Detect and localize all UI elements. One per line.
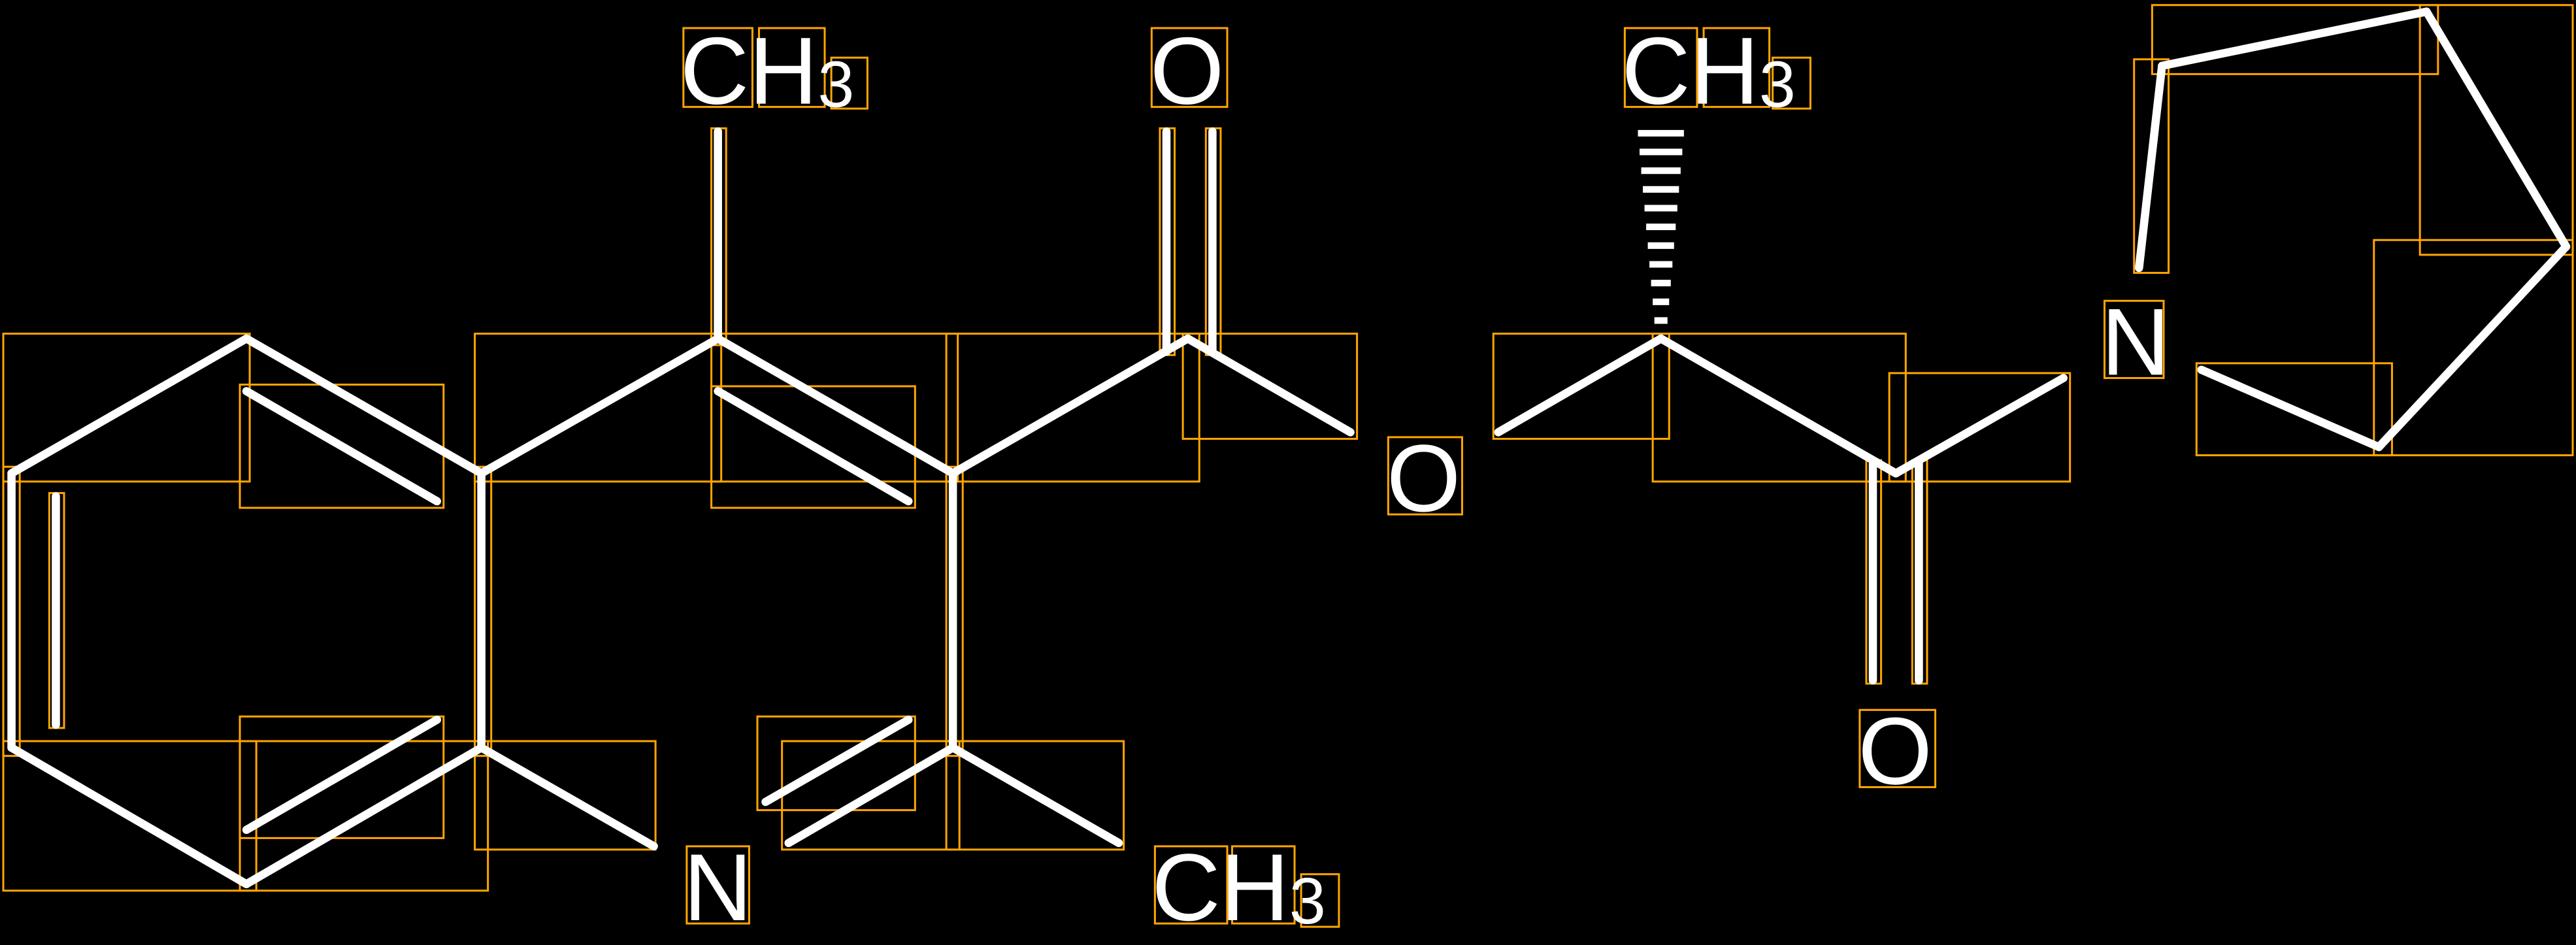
annotation-box <box>945 740 1125 851</box>
annotation-box <box>1231 845 1296 925</box>
bond-line <box>242 387 442 506</box>
annotation-box <box>756 715 916 812</box>
bond-line <box>477 743 658 851</box>
annotation-box <box>2 333 251 483</box>
annotation-box <box>945 333 1200 483</box>
annotation-box <box>1858 708 1937 788</box>
bond-line <box>7 743 251 889</box>
annotation-box <box>1181 333 1359 440</box>
annotation-box <box>1702 27 1771 108</box>
bond-line <box>2134 61 2166 273</box>
atom-ester-oxygen: O <box>1387 425 1461 531</box>
annotation-box <box>1150 27 1229 108</box>
annotation-box <box>1888 372 2072 483</box>
bond-line <box>1183 334 1355 437</box>
annotation-box <box>474 740 657 851</box>
bond-line <box>948 743 1123 848</box>
annotation-box <box>2419 4 2574 256</box>
annotation-box <box>239 383 445 509</box>
annotation-box <box>2373 239 2574 457</box>
bond-line <box>2158 7 2431 71</box>
annotation-box <box>474 465 493 757</box>
bond-line <box>2375 242 2571 452</box>
bond-line <box>714 387 913 506</box>
bond-line <box>242 743 486 889</box>
annotation-box <box>2 465 21 757</box>
bonds <box>7 7 2571 889</box>
atom-methyl-bottom: CH3 <box>1151 834 1326 940</box>
annotation-box <box>945 465 964 757</box>
annotation-box <box>1300 873 1340 928</box>
bond-line <box>242 334 486 478</box>
annotation-box <box>2103 299 2165 379</box>
annotation-box <box>2151 4 2439 75</box>
annotation-box <box>685 845 750 925</box>
bond-line <box>948 334 1192 478</box>
annotation-box <box>682 27 753 108</box>
annotation-box <box>2 740 257 892</box>
bond-line <box>1494 334 1665 437</box>
bond-line <box>477 334 722 478</box>
bond-line <box>2422 7 2571 251</box>
bond-line <box>1891 374 2068 478</box>
annotation-box <box>2195 362 2393 457</box>
bond-line <box>7 334 251 478</box>
hashed-wedge-bond <box>1638 129 1684 324</box>
annotation-box <box>830 56 868 110</box>
atom-methyl-top-left: CH3 <box>680 18 855 124</box>
bond-line <box>761 716 913 806</box>
annotation-box <box>1387 436 1463 516</box>
atom-amide-oxygen: O <box>1858 697 1932 804</box>
atom-methyl-top-right: CH3 <box>1621 18 1796 124</box>
bond-line <box>2197 365 2383 452</box>
annotation-boxes <box>2 4 2574 928</box>
atom-ring-nitrogen: N <box>684 834 752 940</box>
bond-line <box>1657 334 1900 478</box>
annotation-box <box>2133 58 2170 274</box>
annotation-box <box>1651 333 1907 483</box>
bond-line <box>784 743 957 848</box>
atom-pyrrolidine-nitrogen: N <box>2101 288 2170 395</box>
annotation-box <box>1772 56 1811 110</box>
bond-line <box>714 334 957 478</box>
annotation-box <box>474 333 723 483</box>
bond-line <box>242 716 442 835</box>
annotation-box <box>757 27 826 108</box>
atom-carbonyl-oxygen-top: O <box>1150 18 1224 124</box>
annotation-box <box>239 740 489 892</box>
annotation-box <box>1153 845 1229 925</box>
annotation-box <box>1492 333 1670 440</box>
annotation-box <box>1623 27 1698 108</box>
